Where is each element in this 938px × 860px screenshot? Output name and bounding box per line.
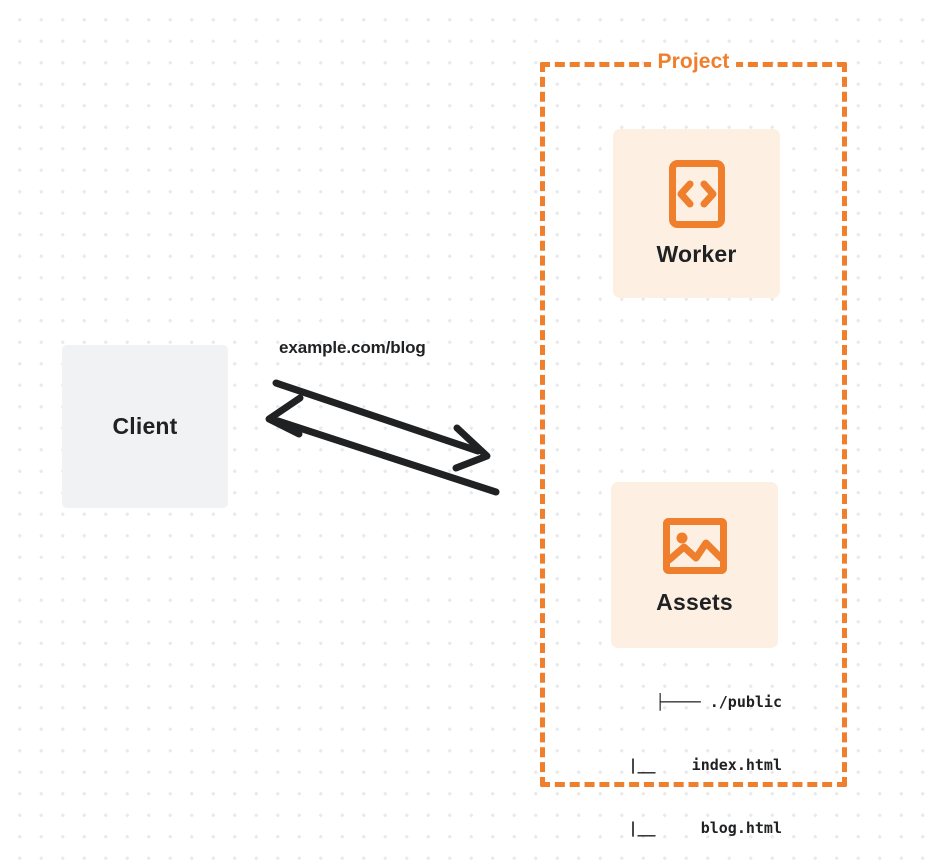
code-brackets-icon: [668, 159, 726, 229]
client-node[interactable]: Client: [62, 345, 228, 508]
connection-label: example.com/blog: [279, 338, 426, 357]
assets-file-tree: ├──── ./public |__ index.html |__ blog.h…: [586, 650, 782, 860]
image-icon: [662, 515, 728, 577]
worker-node[interactable]: Worker: [613, 129, 780, 298]
file-tree-row: |__ blog.html: [610, 819, 782, 837]
file-tree-row: |__ index.html: [610, 756, 782, 774]
file-tree-row: ├──── ./public: [655, 693, 782, 711]
assets-node[interactable]: Assets: [611, 482, 778, 648]
client-label: Client: [112, 413, 178, 439]
response-arrow: [265, 394, 500, 496]
project-title: Project: [650, 50, 737, 74]
worker-label: Worker: [656, 241, 737, 267]
assets-label: Assets: [656, 588, 733, 615]
request-arrow: [272, 379, 491, 472]
project-group: Project: [540, 50, 847, 787]
